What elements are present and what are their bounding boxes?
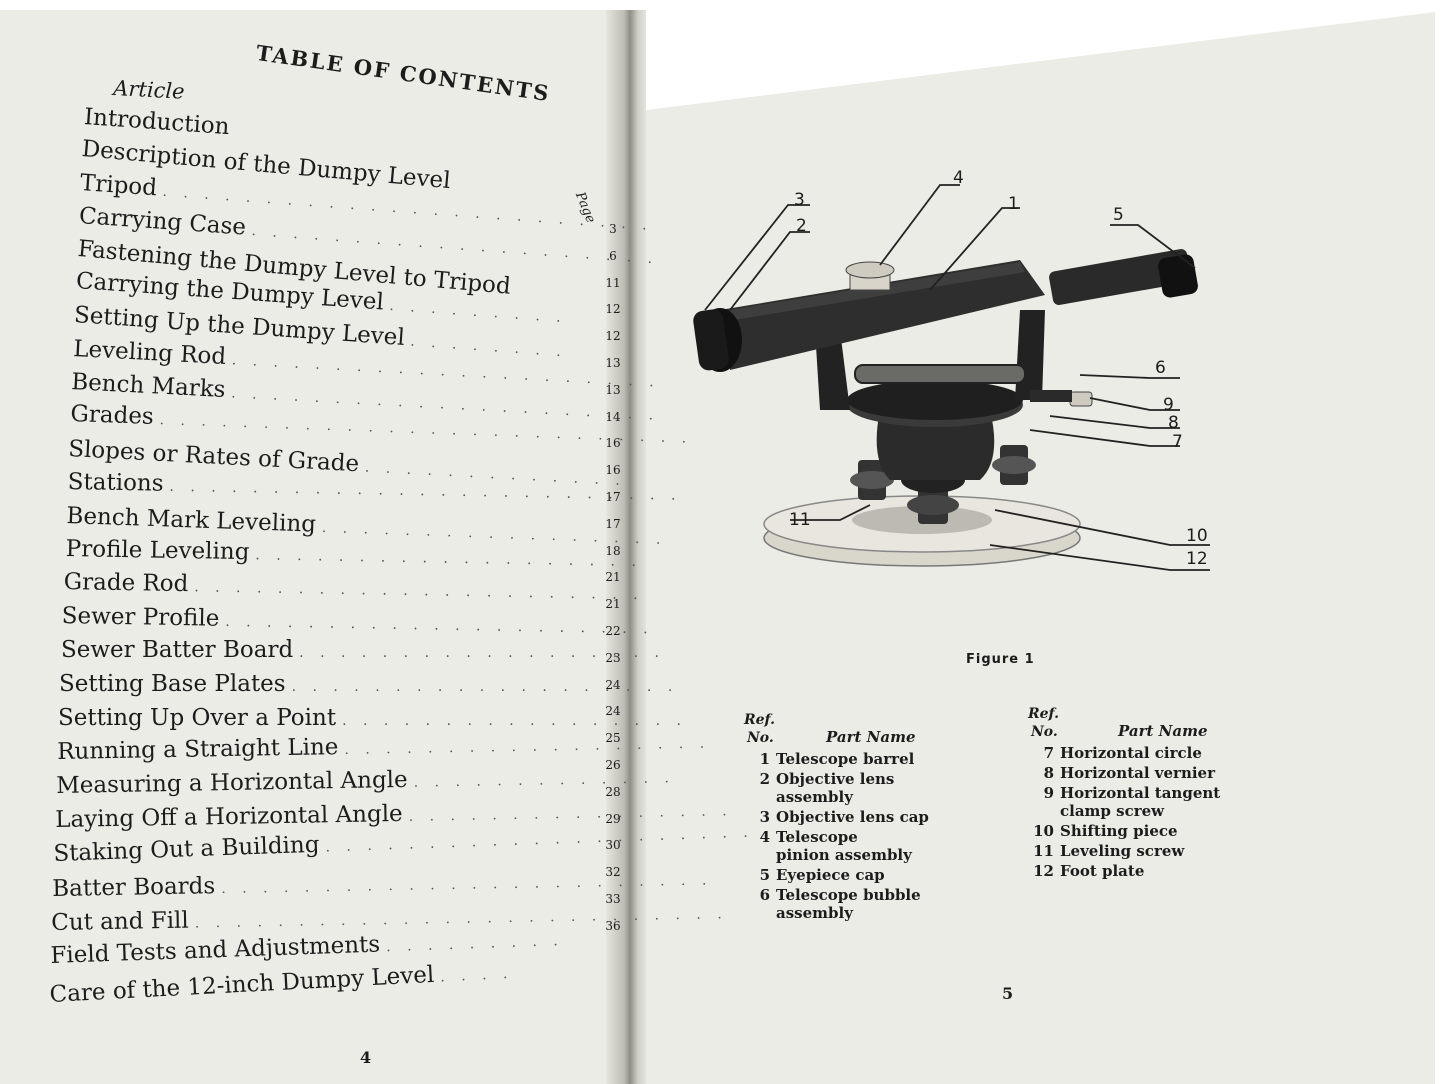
- callout-label: 9: [1163, 395, 1174, 415]
- toc-page: 29: [605, 811, 621, 826]
- callout-leader-lines: [704, 184, 1210, 571]
- toc-page: 26: [605, 757, 621, 772]
- callout-label: 1: [1008, 194, 1019, 214]
- part-name-header: Part Name: [826, 728, 916, 746]
- toc-page: 16: [605, 436, 621, 451]
- toc-page: 24: [605, 677, 621, 692]
- left-page-number: 4: [360, 1048, 372, 1067]
- ref-header: Ref.: [744, 712, 775, 728]
- toc-entry: Setting Up Over a Point. . . . . . . . .…: [58, 705, 687, 731]
- bubble-tube-shape: [854, 364, 1026, 384]
- toc-page: 18: [605, 543, 621, 558]
- toc-page: 17: [605, 516, 621, 531]
- callout-label: 12: [1186, 549, 1208, 569]
- toc-page: 11: [605, 275, 621, 290]
- left-page: [0, 10, 628, 1084]
- toc-page: 14: [605, 409, 621, 424]
- figure-caption: Figure 1: [966, 652, 1035, 667]
- toc-entry: Sewer Batter Board. . . . . . . . . . . …: [61, 637, 665, 663]
- toc-page-numbers: 3 6 11 12 12 13 13 14 16 16 17 17 18 21 …: [598, 222, 628, 946]
- toc-page: 6: [609, 248, 617, 263]
- callout-label: 5: [1113, 205, 1124, 225]
- toc-page: 23: [605, 650, 621, 665]
- toc-page: 3: [609, 222, 617, 236]
- no-header: No.: [1031, 724, 1058, 740]
- toc-page: 24: [605, 704, 621, 719]
- callout-label: 2: [796, 216, 807, 236]
- callout-label: 4: [953, 168, 964, 188]
- callout-label: 11: [789, 510, 811, 530]
- dumpy-level-figure: [693, 184, 1210, 571]
- part-name-header: Part Name: [1118, 722, 1208, 740]
- toc-page: 16: [605, 463, 621, 478]
- callout-label: 8: [1168, 413, 1179, 433]
- telescope-barrel-shape: [720, 260, 1045, 370]
- toc-page: 17: [605, 489, 621, 504]
- toc-page: 28: [605, 784, 621, 799]
- callout-label: 6: [1155, 358, 1166, 378]
- callout-label: 10: [1186, 526, 1208, 546]
- book-gutter: [606, 10, 646, 1084]
- toc-page: 32: [605, 865, 621, 880]
- toc-page: 33: [605, 891, 621, 906]
- toc-page: 36: [605, 918, 621, 933]
- ref-header: Ref.: [1028, 706, 1059, 722]
- toc-page: 12: [605, 302, 621, 317]
- toc-page: 21: [605, 597, 621, 612]
- toc-page: 25: [605, 731, 621, 746]
- callout-label: 7: [1172, 432, 1183, 452]
- right-page-number: 5: [1002, 984, 1014, 1003]
- toc-page: 13: [605, 355, 621, 370]
- eyepiece-shape: [1158, 254, 1198, 298]
- toc-page: 30: [605, 838, 621, 853]
- no-header: No.: [747, 730, 774, 746]
- toc-article-header: Article: [112, 76, 186, 104]
- toc-page: 21: [605, 570, 621, 585]
- toc-page: 22: [605, 623, 621, 638]
- toc-page: 13: [605, 382, 621, 397]
- toc-page: 12: [605, 329, 621, 344]
- toc-entry: Setting Base Plates. . . . . . . . . . .…: [59, 671, 679, 697]
- callout-label: 3: [794, 190, 805, 210]
